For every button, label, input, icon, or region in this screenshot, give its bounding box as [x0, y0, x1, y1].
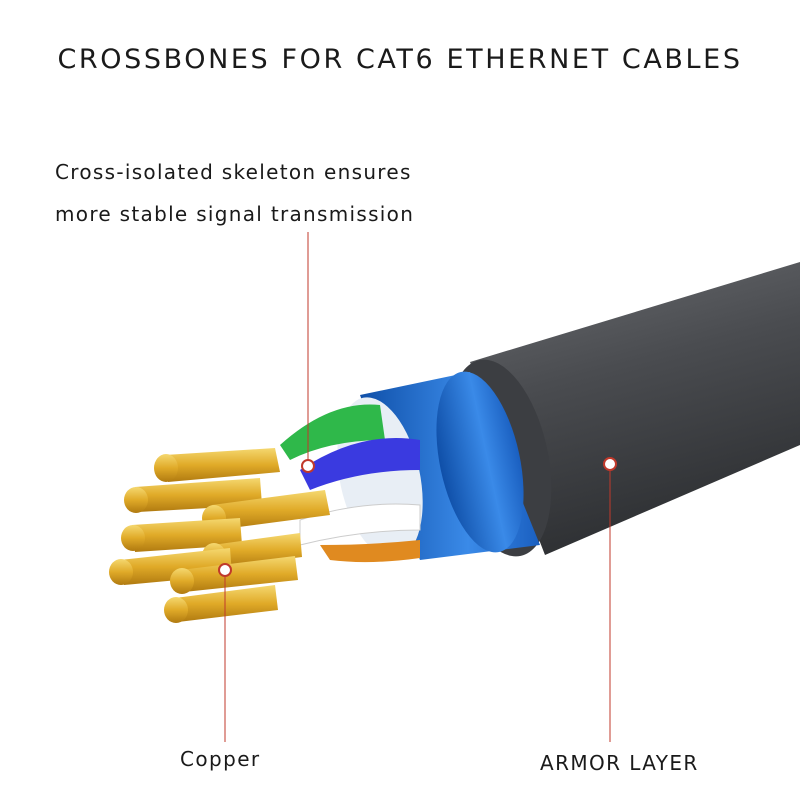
page-title: CROSSBONES FOR CAT6 ETHERNET CABLES: [57, 44, 743, 75]
twisted-pairs: [280, 404, 421, 563]
callout-skeleton: [301, 232, 315, 473]
copper-conductors: [109, 448, 330, 623]
callout-copper: [218, 563, 232, 742]
callout-armor: [603, 457, 617, 742]
description-line-1: Cross-isolated skeleton ensures: [55, 160, 412, 184]
copper-label: Copper: [180, 747, 261, 771]
description-line-2: more stable signal transmission: [55, 202, 415, 226]
armor-layer-label: ARMOR LAYER: [540, 751, 699, 775]
